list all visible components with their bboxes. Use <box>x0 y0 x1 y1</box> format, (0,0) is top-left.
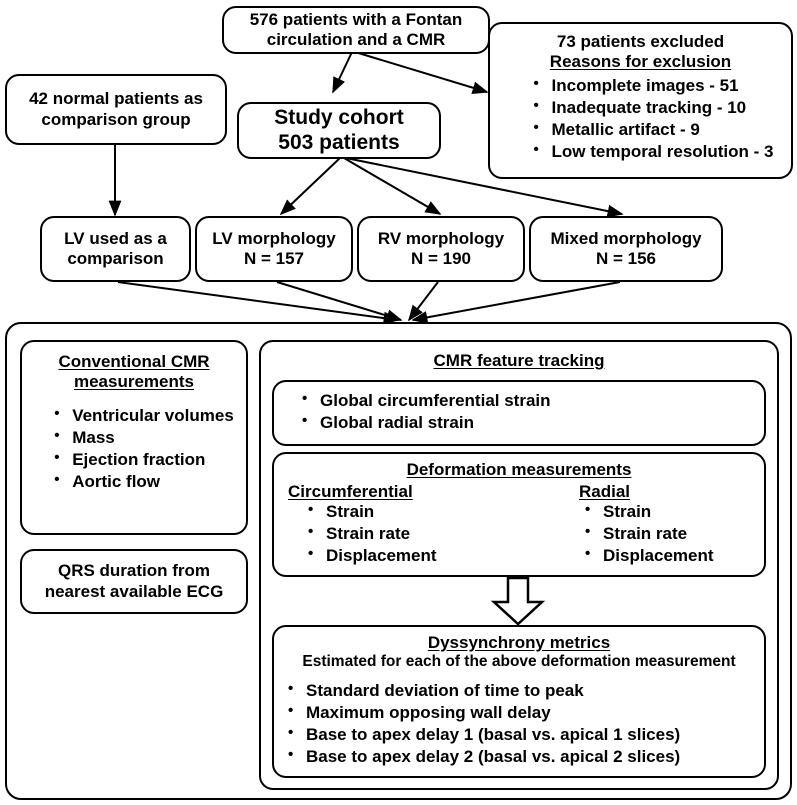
lv-comparison-line2: comparison <box>67 249 164 268</box>
normal-patients-line2: comparison group <box>41 109 191 129</box>
feature-tracking-title: CMR feature tracking <box>433 351 605 370</box>
down-block-arrow-icon <box>490 577 546 626</box>
source-cohort-line1: 576 patients with a Fontan <box>249 9 463 29</box>
list-item: Displacement <box>304 545 437 566</box>
lv-morphology-line2: N = 157 <box>243 249 304 268</box>
list-item: Global radial strain <box>298 412 551 433</box>
list-item: Inadequate tracking - 10 <box>530 97 774 118</box>
lv-comparison-line1: LV used as a <box>64 228 167 248</box>
excluded-subheading: Reasons for exclusion <box>549 52 732 72</box>
lv-morphology-line1: LV morphology <box>212 228 336 248</box>
qrs-duration-box: QRS duration from nearest available ECG <box>20 549 248 614</box>
source-cohort-box: 576 patients with a Fontan circulation a… <box>222 6 490 54</box>
list-item: Strain <box>304 501 437 522</box>
deformation-box: Deformation measurements Circumferential… <box>272 452 766 577</box>
qrs-line2: nearest available ECG <box>44 581 224 601</box>
list-item: Base to apex delay 1 (basal vs. apical 1… <box>284 724 680 745</box>
list-item: Strain rate <box>304 523 437 544</box>
dyssynchrony-subtitle: Estimated for each of the above deformat… <box>302 653 736 671</box>
circumferential-heading: Circumferential <box>288 482 413 502</box>
deformation-title: Deformation measurements <box>406 460 632 479</box>
list-item: Ventricular volumes <box>50 405 234 426</box>
conventional-title-line2: measurements <box>73 372 194 392</box>
excluded-list: Incomplete images - 51 Inadequate tracki… <box>508 75 774 164</box>
deformation-columns: Circumferential Strain Strain rate Displ… <box>274 482 764 568</box>
rv-morphology-line1: RV morphology <box>377 228 505 248</box>
global-strain-box: Global circumferential strain Global rad… <box>272 380 766 446</box>
rv-morphology-box: RV morphology N = 190 <box>357 216 525 282</box>
list-item: Base to apex delay 2 (basal vs. apical 2… <box>284 746 680 767</box>
circumferential-column: Circumferential Strain Strain rate Displ… <box>288 482 437 568</box>
radial-list: Strain Strain rate Displacement <box>565 501 740 566</box>
list-item: Metallic artifact - 9 <box>530 119 774 140</box>
list-item: Aortic flow <box>50 471 234 492</box>
mixed-morphology-line2: N = 156 <box>595 249 656 268</box>
study-cohort-line2: 503 patients <box>278 130 400 154</box>
radial-column: Radial Strain Strain rate Displacement <box>565 482 740 568</box>
list-item: Displacement <box>581 545 740 566</box>
list-item: Low temporal resolution - 3 <box>530 141 774 162</box>
global-strain-list: Global circumferential strain Global rad… <box>292 390 551 435</box>
rv-morphology-line2: N = 190 <box>410 249 471 268</box>
list-item: Global circumferential strain <box>298 390 551 411</box>
normal-patients-box: 42 normal patients as comparison group <box>5 74 227 145</box>
conventional-title-line1: Conventional CMR <box>58 352 210 371</box>
conventional-list: Ventricular volumes Mass Ejection fracti… <box>34 405 234 494</box>
lv-morphology-box: LV morphology N = 157 <box>195 216 353 282</box>
dyssynchrony-list: Standard deviation of time to peak Maxim… <box>274 680 680 769</box>
list-item: Standard deviation of time to peak <box>284 680 680 701</box>
conventional-cmr-box: Conventional CMR measurements Ventricula… <box>20 340 248 535</box>
list-item: Mass <box>50 427 234 448</box>
lv-comparison-box: LV used as a comparison <box>40 216 191 282</box>
list-item: Ejection fraction <box>50 449 234 470</box>
normal-patients-line1: 42 normal patients as <box>29 89 203 109</box>
excluded-heading: 73 patients excluded <box>556 32 725 51</box>
mixed-morphology-line1: Mixed morphology <box>550 228 702 248</box>
qrs-line1: QRS duration from <box>57 561 211 581</box>
excluded-box: 73 patients excluded Reasons for exclusi… <box>488 22 793 179</box>
source-cohort-line2: circulation and a CMR <box>266 30 446 49</box>
study-cohort-box: Study cohort 503 patients <box>237 102 441 159</box>
list-item: Incomplete images - 51 <box>530 75 774 96</box>
dyssynchrony-box: Dyssynchrony metrics Estimated for each … <box>272 625 766 778</box>
list-item: Strain <box>581 501 740 522</box>
list-item: Maximum opposing wall delay <box>284 702 680 723</box>
study-cohort-line1: Study cohort <box>274 105 404 129</box>
list-item: Strain rate <box>581 523 740 544</box>
radial-heading: Radial <box>579 482 631 502</box>
circumferential-list: Strain Strain rate Displacement <box>288 501 437 566</box>
mixed-morphology-box: Mixed morphology N = 156 <box>529 216 723 282</box>
dyssynchrony-title: Dyssynchrony metrics <box>427 633 611 652</box>
